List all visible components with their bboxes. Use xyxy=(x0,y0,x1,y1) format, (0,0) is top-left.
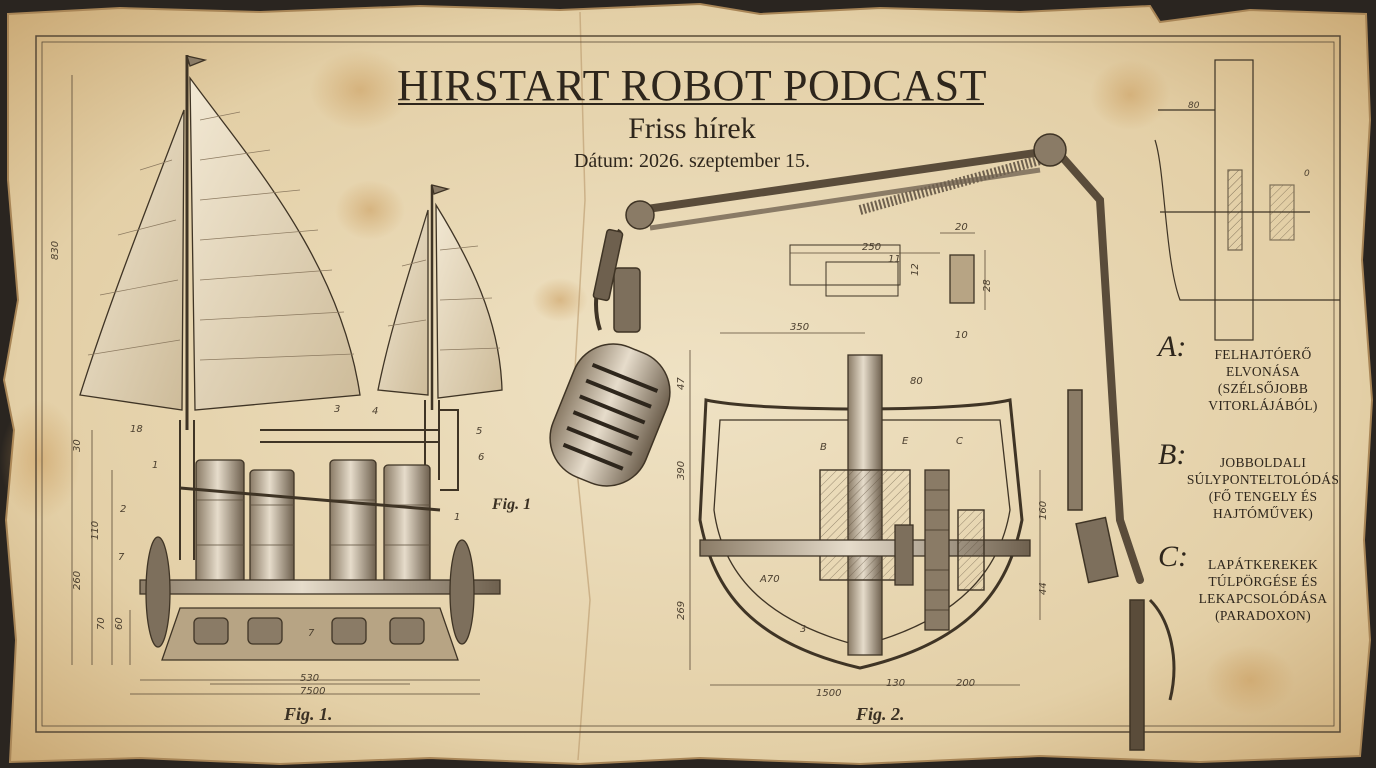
svg-text:44: 44 xyxy=(1038,582,1049,595)
microphone-icon xyxy=(549,228,671,487)
legend-letter: C: xyxy=(1158,540,1188,573)
svg-text:130: 130 xyxy=(886,678,905,689)
svg-text:7500: 7500 xyxy=(300,686,325,697)
svg-text:4: 4 xyxy=(372,406,378,417)
svg-text:7: 7 xyxy=(118,552,125,563)
svg-text:250: 250 xyxy=(862,242,881,253)
svg-text:B: B xyxy=(820,442,827,453)
svg-text:110: 110 xyxy=(90,521,101,540)
svg-text:269: 269 xyxy=(676,601,687,620)
svg-text:E: E xyxy=(902,436,909,447)
page-title: HIRSTART ROBOT PODCAST xyxy=(397,61,987,110)
svg-text:200: 200 xyxy=(956,678,975,689)
svg-text:3: 3 xyxy=(334,404,340,415)
legend-letter: A: xyxy=(1158,330,1187,363)
svg-text:20: 20 xyxy=(955,222,968,233)
figure-1-inline-caption: Fig. 1 xyxy=(492,496,532,513)
svg-text:70: 70 xyxy=(96,617,107,630)
svg-text:350: 350 xyxy=(790,322,809,333)
svg-text:3: 3 xyxy=(800,624,806,635)
svg-text:7: 7 xyxy=(308,628,315,639)
page-border xyxy=(35,35,1341,733)
svg-text:18: 18 xyxy=(130,424,143,435)
legend-text: FELHAJTÓERŐ ELVONÁSA (SZÉLSŐJOBB VITORLÁ… xyxy=(1208,347,1318,413)
figure-1-caption: Fig. 1. xyxy=(284,704,333,724)
legend-text: JOBBOLDALI SÚLYPONTELTOLÓDÁS (FŐ TENGELY… xyxy=(1186,455,1340,521)
svg-text:80: 80 xyxy=(1188,101,1200,111)
svg-text:260: 260 xyxy=(72,571,83,590)
svg-text:47: 47 xyxy=(676,377,687,390)
page-date: Dátum: 2026. szeptember 15. xyxy=(573,150,811,172)
svg-text:60: 60 xyxy=(114,617,125,630)
svg-text:80: 80 xyxy=(910,376,923,387)
svg-text:1: 1 xyxy=(152,460,158,471)
svg-text:10: 10 xyxy=(955,330,968,341)
legend-letter: B: xyxy=(1158,438,1187,471)
page-subtitle: Friss hírek xyxy=(628,112,756,145)
svg-text:28: 28 xyxy=(982,279,993,292)
svg-text:12: 12 xyxy=(910,263,921,276)
svg-text:390: 390 xyxy=(676,461,687,480)
svg-text:2: 2 xyxy=(120,504,126,515)
legend-text: LAPÁTKEREKEK TÚLPÖRGÉSE ÉS LEKAPCSOLÓDÁS… xyxy=(1198,557,1328,623)
sail-engine-drawing xyxy=(79,55,503,661)
svg-text:1: 1 xyxy=(454,512,460,523)
svg-text:A70: A70 xyxy=(759,574,780,585)
svg-text:30: 30 xyxy=(72,439,83,452)
svg-text:160: 160 xyxy=(1038,501,1049,520)
svg-text:5: 5 xyxy=(476,426,482,437)
svg-text:1500: 1500 xyxy=(816,688,841,699)
svg-text:0: 0 xyxy=(1304,169,1310,179)
svg-text:6: 6 xyxy=(478,452,484,463)
svg-text:830: 830 xyxy=(50,241,61,260)
svg-text:11: 11 xyxy=(888,254,901,265)
figure-2-caption: Fig. 2. xyxy=(856,704,905,724)
svg-text:530: 530 xyxy=(300,673,319,684)
cross-section-drawing xyxy=(698,244,1031,670)
svg-text:C: C xyxy=(956,436,963,447)
gearbox-detail-drawing xyxy=(1154,59,1340,341)
